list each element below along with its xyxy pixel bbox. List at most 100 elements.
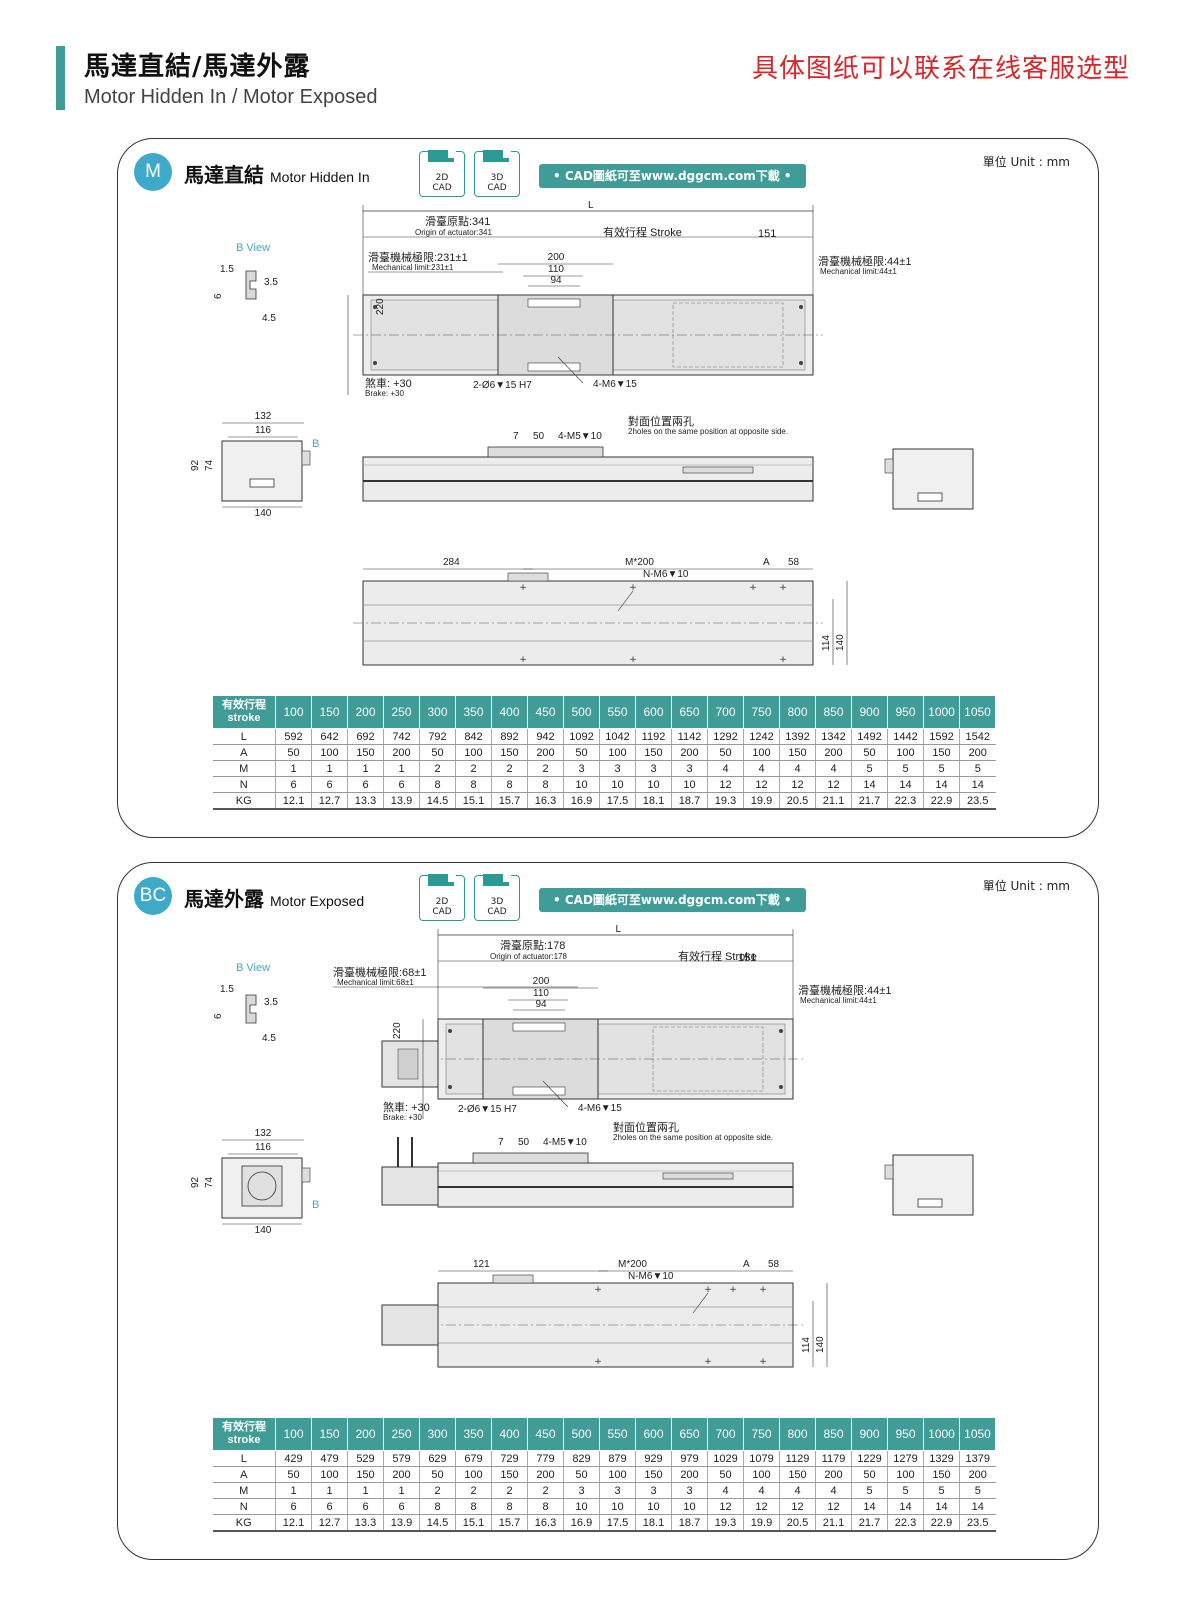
table-cell: 200 — [383, 1466, 420, 1483]
table-cell: 1 — [383, 760, 420, 777]
table-cell: 8 — [491, 1498, 528, 1515]
table-cell: 22.3 — [887, 792, 924, 810]
mech-limit-right-en: Mechanical limit:44±1 — [800, 996, 877, 1005]
table-header-cell: 900 — [851, 1417, 888, 1451]
table-header-cell: 200 — [347, 695, 384, 729]
table-header-cell: 650 — [671, 695, 708, 729]
table-cell: 100 — [743, 744, 780, 761]
cad-2d-label: 2D CAD — [432, 897, 452, 917]
table-cell: 13.9 — [383, 792, 420, 810]
table-cell: 200 — [671, 744, 708, 761]
table-cell: 6 — [383, 1498, 420, 1515]
cad-2d-icon[interactable]: 2D CAD — [419, 150, 465, 197]
dim-132: 132 — [255, 1128, 272, 1139]
table-row-label: N — [212, 1498, 276, 1515]
svg-text:+: + — [779, 655, 787, 665]
stroke-label: 有效行程 Stroke — [603, 225, 682, 239]
table-header-cell: 450 — [527, 1417, 564, 1451]
table-cell: 1242 — [743, 728, 780, 745]
table-cell: 14 — [959, 776, 996, 793]
table-cell: 1192 — [635, 728, 672, 745]
section-title-en: Motor Exposed — [270, 893, 365, 909]
dim-A: A — [763, 557, 770, 568]
table-cell: 679 — [455, 1450, 492, 1467]
tap-m5-label: 4-M5▼10 — [558, 431, 602, 442]
table-cell: 17.5 — [599, 1514, 636, 1532]
table-cell: 10 — [599, 776, 636, 793]
cad-download-link[interactable]: • CAD圖紙可至www.dggcm.com下載 • — [539, 888, 806, 912]
table-cell: 21.7 — [851, 792, 888, 810]
table-cell: 4 — [779, 1482, 816, 1499]
table-cell: 20.5 — [779, 1514, 816, 1532]
table-cell: 5 — [959, 760, 996, 777]
table-header-cell: 850 — [815, 1417, 852, 1451]
origin-label: 滑臺原點:178 — [500, 938, 565, 952]
table-cell: 2 — [419, 760, 456, 777]
table-cell: 150 — [347, 744, 384, 761]
svg-text:+: + — [629, 583, 637, 593]
table-header-cell: 600 — [635, 695, 672, 729]
table-row-label: A — [212, 1466, 276, 1483]
svg-text:+: + — [704, 1285, 712, 1295]
dim-220: 220 — [392, 1022, 403, 1039]
svg-text:+: + — [594, 1285, 602, 1295]
origin-label: 滑臺原點:341 — [425, 214, 490, 228]
pin-hole-label: 2-Ø6▼15 H7 — [458, 1104, 517, 1115]
opposite-holes-label: 對面位置兩孔 — [613, 1120, 679, 1134]
table-cell: 842 — [455, 728, 492, 745]
table-cell: 18.7 — [671, 792, 708, 810]
dim-116: 116 — [255, 425, 271, 436]
table-cell: 4 — [707, 1482, 744, 1499]
header-accent-bar — [56, 46, 65, 110]
table-header-cell: 800 — [779, 1417, 816, 1451]
table-cell: 1 — [311, 760, 348, 777]
table-cell: 1342 — [815, 728, 852, 745]
tap-m5-label: 4-M5▼10 — [543, 1137, 587, 1148]
pin-hole-label: 2-Ø6▼15 H7 — [473, 380, 532, 391]
table-cell: 929 — [635, 1450, 672, 1467]
svg-text:+: + — [729, 1285, 737, 1295]
table-cell: 4 — [815, 760, 852, 777]
table-cell: 6 — [311, 776, 348, 793]
cad-3d-icon[interactable]: 3D CAD — [474, 874, 520, 921]
table-cell: 12.1 — [275, 792, 312, 810]
table-cell: 150 — [635, 744, 672, 761]
table-cell: 200 — [959, 744, 996, 761]
b-view-label: B View — [236, 962, 270, 974]
table-cell: 13.3 — [347, 792, 384, 810]
table-cell: 10 — [563, 776, 600, 793]
page-title: 馬達直結/馬達外露 — [84, 52, 311, 82]
table-cell: 779 — [527, 1450, 564, 1467]
dim-m200: M*200 — [625, 557, 654, 568]
dim-114: 114 — [821, 635, 832, 651]
brake-label: 煞車: +30 — [365, 376, 412, 390]
dim-140-height: 140 — [815, 1336, 826, 1353]
tap-hole-label: 4-M6▼15 — [578, 1103, 622, 1114]
table-cell: 14.5 — [419, 1514, 456, 1532]
table-cell: 592 — [275, 728, 312, 745]
table-cell: 6 — [347, 776, 384, 793]
table-cell: 12.7 — [311, 792, 348, 810]
table-cell: 5 — [959, 1482, 996, 1499]
table-cell: 100 — [887, 744, 924, 761]
brake-label-en: Brake: +30 — [383, 1113, 422, 1122]
table-cell: 150 — [779, 744, 816, 761]
table-cell: 18.7 — [671, 1514, 708, 1532]
cad-3d-icon[interactable]: 3D CAD — [474, 150, 520, 197]
table-cell: 12 — [815, 1498, 852, 1515]
table-cell: 12 — [779, 1498, 816, 1515]
table-cell: 10 — [635, 1498, 672, 1515]
table-header-cell: 300 — [419, 1417, 456, 1451]
cad-2d-icon[interactable]: 2D CAD — [419, 874, 465, 921]
table-header-cell: 950 — [887, 695, 924, 729]
table-cell: 16.9 — [563, 792, 600, 810]
table-cell: 150 — [635, 1466, 672, 1483]
table-cell: 4 — [815, 1482, 852, 1499]
cad-download-link[interactable]: • CAD圖紙可至www.dggcm.com下載 • — [539, 164, 806, 188]
